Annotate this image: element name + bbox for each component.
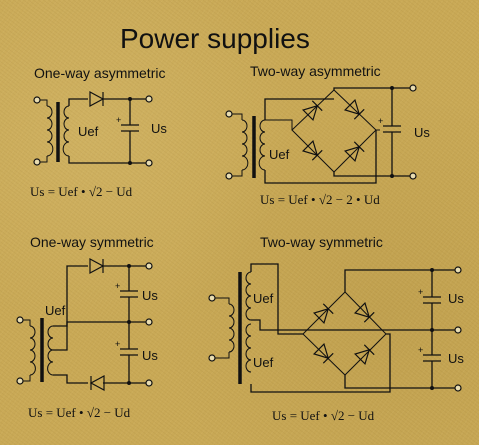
capacitor xyxy=(114,338,139,356)
diode xyxy=(90,375,105,391)
output-terminal xyxy=(145,159,153,167)
terminal xyxy=(225,110,233,118)
diode xyxy=(354,344,375,365)
transformer-label-bottom: Uef xyxy=(253,355,274,370)
capacitor xyxy=(115,114,140,132)
capacitor xyxy=(417,286,442,304)
output-terminal xyxy=(409,172,417,180)
output-label-bottom: Us xyxy=(448,351,464,366)
output-label-bottom: Us xyxy=(142,348,158,363)
transformer-label: Uef xyxy=(78,124,99,139)
circuit-one-way-symmetric: One-way symmetric Uef Us Us Us = Uef • √… xyxy=(16,234,158,420)
diode xyxy=(89,258,104,274)
output-terminal xyxy=(145,318,153,326)
output-terminal xyxy=(145,379,153,387)
caption-two-way-symmetric: Two-way symmetric xyxy=(260,234,383,250)
output-label: Us xyxy=(414,125,430,140)
output-label-top: Us xyxy=(448,291,464,306)
circuit-two-way-asymmetric: Two-way asymmetric Uef Us Us = Uef • √2 … xyxy=(225,63,430,207)
primary-coil xyxy=(228,303,235,353)
terminal xyxy=(16,377,24,385)
formula-one-way-asymmetric: Us = Uef • √2 − Ud xyxy=(30,184,133,199)
capacitor xyxy=(377,115,402,133)
output-label: Us xyxy=(151,121,167,136)
primary-coil xyxy=(46,105,54,157)
secondary-coil-bottom xyxy=(245,323,252,373)
secondary-coil xyxy=(258,119,266,171)
bridge-rectifier xyxy=(291,89,377,173)
capacitor xyxy=(417,344,442,362)
bridge-rectifier xyxy=(302,291,387,376)
terminal xyxy=(16,316,24,324)
output-terminal xyxy=(145,95,153,103)
primary-coil xyxy=(29,325,36,376)
formula-two-way-symmetric: Us = Uef • √2 − Ud xyxy=(272,408,375,423)
primary-coil xyxy=(241,119,249,171)
diode xyxy=(89,91,104,107)
capacitor xyxy=(114,280,139,298)
terminal xyxy=(33,96,41,104)
output-terminal xyxy=(145,262,153,270)
caption-one-way-asymmetric: One-way asymmetric xyxy=(34,65,165,81)
transformer-label: Uef xyxy=(269,147,290,162)
circuit-one-way-asymmetric: One-way asymmetric Uef Us Us = Uef • √2 … xyxy=(30,65,167,199)
caption-one-way-symmetric: One-way symmetric xyxy=(30,234,154,250)
output-terminal xyxy=(454,384,462,392)
page-title: Power supplies xyxy=(120,23,310,54)
transformer-label: Uef xyxy=(45,303,66,318)
output-terminal xyxy=(409,84,417,92)
terminal xyxy=(33,158,41,166)
caption-two-way-asymmetric: Two-way asymmetric xyxy=(250,63,381,79)
terminal xyxy=(208,354,216,362)
circuit-two-way-symmetric: Two-way symmetric Uef Uef Us Us xyxy=(208,234,464,423)
terminal xyxy=(208,294,216,302)
output-label-top: Us xyxy=(142,288,158,303)
formula-two-way-asymmetric: Us = Uef • √2 − 2 • Ud xyxy=(260,192,380,207)
secondary-coil xyxy=(62,105,70,157)
output-terminal xyxy=(454,326,462,334)
formula-one-way-symmetric: Us = Uef • √2 − Ud xyxy=(28,405,131,420)
output-terminal xyxy=(454,266,462,274)
terminal xyxy=(225,172,233,180)
secondary-coil-top xyxy=(245,271,252,321)
transformer-label-top: Uef xyxy=(253,291,274,306)
secondary-coil xyxy=(47,325,54,376)
